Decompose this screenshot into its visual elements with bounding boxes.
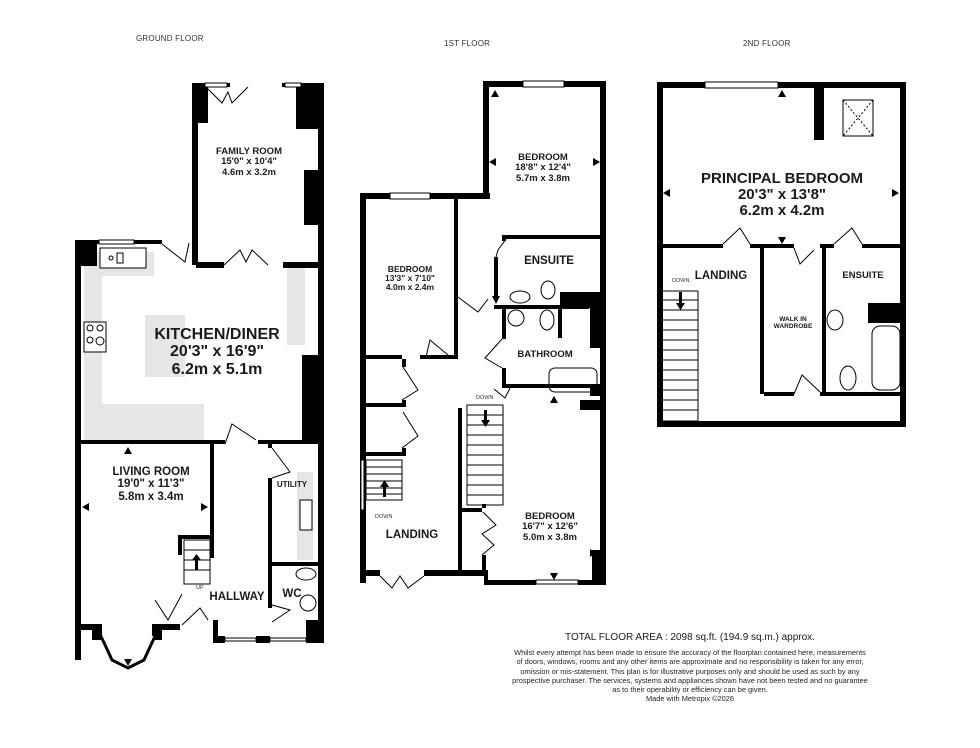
stair-down-label: DOWN (375, 514, 393, 520)
room-metric: 4.0m x 2.4m (385, 282, 435, 293)
room-hallway: HALLWAY (209, 591, 264, 603)
room-bedroom-small: BEDROOM 13'3" x 7'10" 4.0m x 2.4m (385, 264, 435, 293)
room-name: BEDROOM (387, 264, 433, 274)
room-bathroom: BATHROOM (517, 349, 573, 360)
room-imperial: 20'3" x 16'9" (170, 343, 264, 361)
ground-floor-arrows (82, 447, 208, 666)
room-metric: 5.8m x 3.4m (118, 490, 184, 503)
room-landing-2nd: LANDING (695, 270, 747, 282)
room-metric: 4.6m x 3.2m (222, 166, 276, 178)
room-walk-in-wardrobe: WALK IN WARDROBE (774, 316, 813, 330)
disclaimer-line: Whilst every attempt has been made to en… (514, 648, 866, 657)
room-name: WALK IN (779, 316, 807, 323)
room-name: ENSUITE (524, 255, 574, 267)
room-imperial: 18'8" x 12'4" (515, 162, 571, 174)
room-bedroom-rear: BEDROOM 18'8" x 12'4" 5.7m x 3.8m (515, 152, 571, 184)
room-metric: 6.2m x 5.1m (171, 360, 263, 378)
second-floor-walls (657, 82, 906, 427)
room-name: UTILITY (276, 480, 308, 489)
ground-floor-title: GROUND FLOOR (136, 34, 204, 43)
room-imperial: 19'0" x 11'3" (117, 478, 185, 491)
room-bedroom-front: BEDROOM 16'7" x 12'6" 5.0m x 3.8m (522, 511, 578, 543)
room-utility: UTILITY (276, 480, 308, 490)
room-metric: 5.7m x 3.8m (516, 172, 570, 184)
second-floor-title: 2ND FLOOR (743, 39, 791, 48)
room-metric: 6.2m x 4.2m (739, 202, 825, 220)
room-metric: 5.0m x 3.8m (523, 531, 577, 543)
room-living-room: LIVING ROOM 19'0" x 11'3" 5.8m x 3.4m (112, 466, 189, 503)
disclaimer-line: prospective purchaser. The services, sys… (512, 675, 868, 685)
room-family-room: FAMILY ROOM 15'0" x 10'4" 4.6m x 3.2m (216, 146, 282, 178)
credit: Made with Metropix ©2026 (645, 694, 735, 704)
stair-up-label: UP (196, 585, 204, 591)
room-name: BEDROOM (525, 511, 575, 522)
room-name: LANDING (694, 270, 748, 282)
room-name: FAMILY ROOM (216, 146, 282, 157)
disclaimer-line: omission or mis-statement. This plan is … (520, 666, 860, 676)
room-name: LANDING (385, 529, 439, 541)
room-name: PRINCIPAL BEDROOM (701, 170, 863, 187)
room-name: BATHROOM (517, 349, 573, 360)
room-name: WC (282, 588, 302, 600)
room-imperial: 13'3" x 7'10" (385, 273, 435, 284)
disclaimer: Whilst every attempt has been made to en… (420, 648, 960, 704)
room-ensuite-2nd: ENSUITE (842, 270, 884, 281)
room-name: LIVING ROOM (112, 466, 190, 478)
disclaimer-line: of doors, windows, rooms and any other i… (516, 657, 864, 667)
room-name: KITCHEN/DINER (154, 326, 280, 343)
room-name: BEDROOM (518, 152, 568, 163)
room-imperial: 20'3" x 13'8" (737, 186, 827, 204)
kitchen-counters (84, 252, 313, 560)
room-principal-bedroom: PRINCIPAL BEDROOM 20'3" x 13'8" 6.2m x 4… (701, 170, 863, 220)
room-imperial: 16'7" x 12'6" (522, 521, 578, 533)
room-name: ENSUITE (842, 270, 884, 281)
room-name-line2: WARDROBE (773, 323, 813, 331)
second-floor-arrows (663, 90, 899, 310)
room-ensuite-1st: ENSUITE (524, 255, 574, 267)
stair-down-label: DOWN (476, 395, 494, 401)
total-floor-area: TOTAL FLOOR AREA : 2098 sq.ft. (194.9 sq… (565, 632, 815, 643)
room-landing-1st: LANDING (386, 529, 438, 541)
first-floor-arrows (380, 90, 600, 580)
first-floor-title: 1ST FLOOR (444, 39, 491, 48)
room-imperial: 15'0" x 10'4" (221, 156, 277, 168)
disclaimer-line: as to their operability or efficiency ca… (612, 685, 768, 695)
room-kitchen-diner: KITCHEN/DINER 20'3" x 16'9" 6.2m x 5.1m (154, 326, 279, 378)
room-wc: WC (282, 588, 301, 600)
ground-floor-walls (75, 83, 324, 660)
second-floor-details (659, 81, 901, 422)
stair-down-label: DOWN (672, 278, 690, 284)
room-name: HALLWAY (209, 591, 265, 603)
